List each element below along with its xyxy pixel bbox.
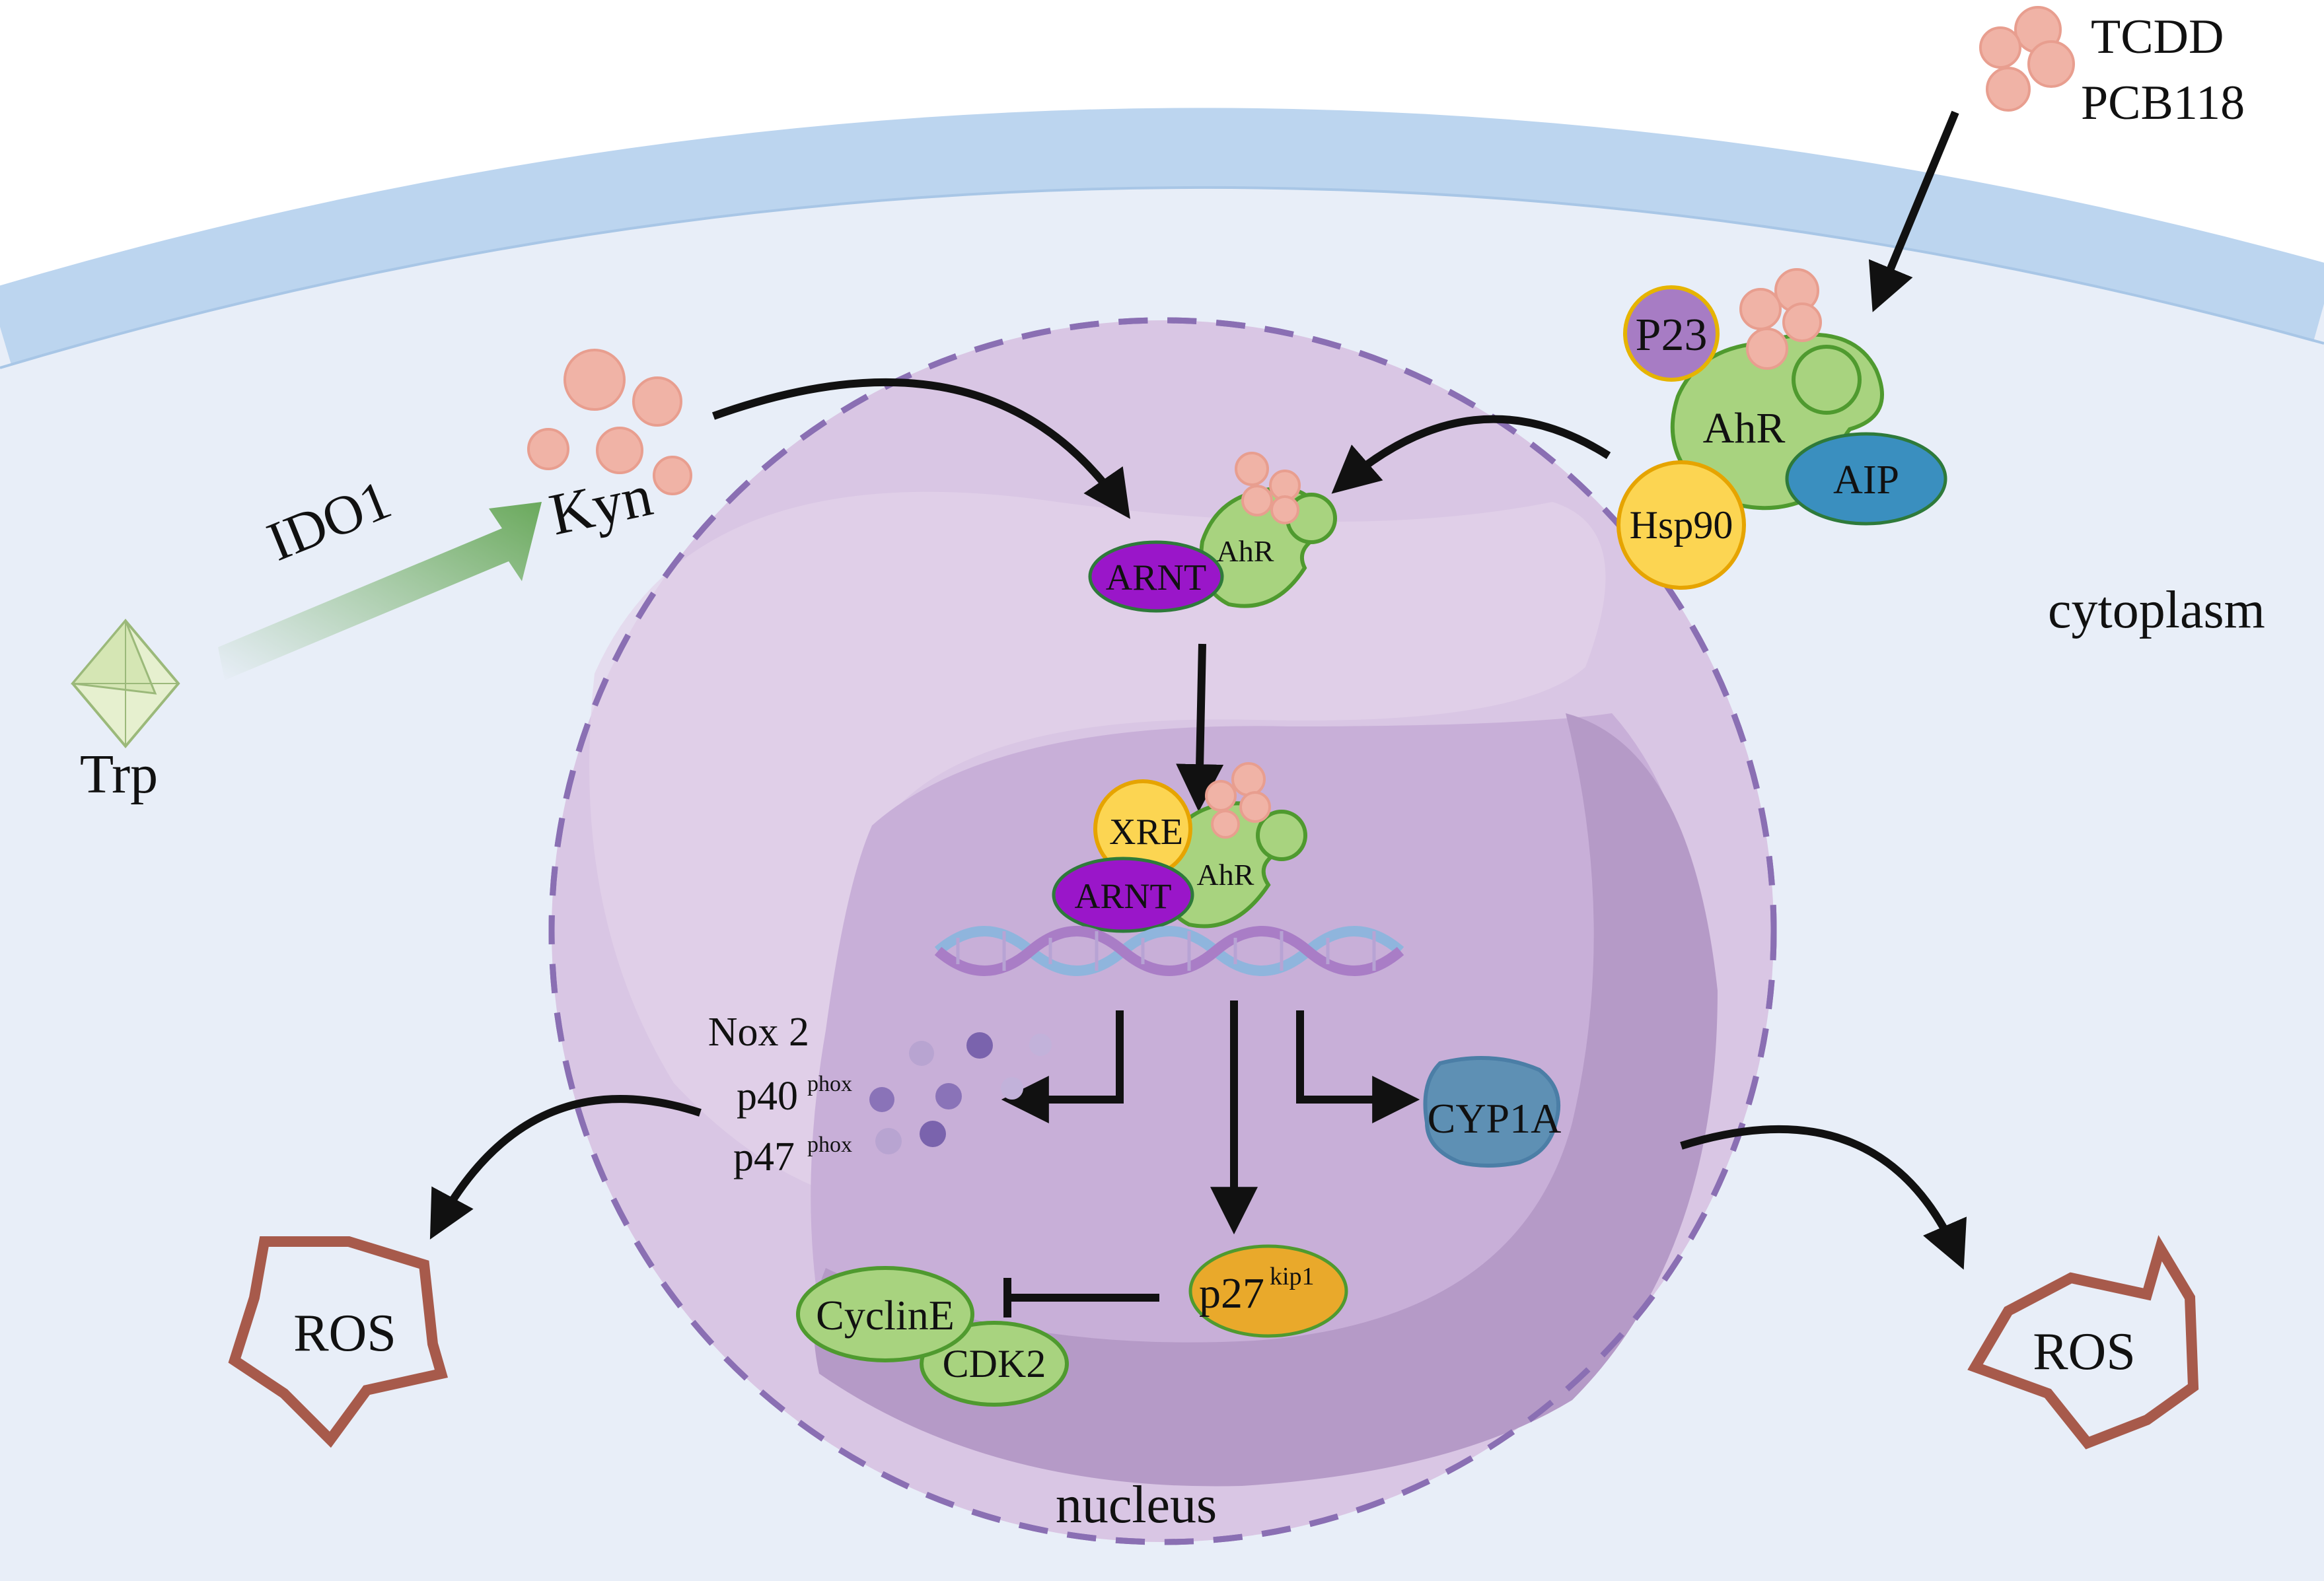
nox2-subunit-dots (869, 1032, 1052, 1154)
kyn-to-ahr-arrow (711, 378, 1130, 519)
xre-label: XRE (1109, 812, 1183, 853)
arnt-mid-label: ARNT (1075, 876, 1172, 916)
p27-text: p27 (1199, 1269, 1264, 1318)
cyp1a-protein (1423, 1056, 1561, 1168)
nox2-to-ros-arrow (429, 1095, 702, 1240)
ahr-binding-pocket (1256, 810, 1307, 861)
nox2-label: Nox 2 (708, 1010, 809, 1055)
ido1-arrow (218, 502, 542, 680)
p47-text: p47 (733, 1135, 795, 1179)
hsp90-protein (1616, 460, 1746, 590)
nox2-transcription-arrow (1001, 1010, 1124, 1123)
ros-right-label: ROS (2033, 1323, 2136, 1381)
ligand-sphere (1205, 780, 1237, 812)
arnt-protein (1088, 540, 1224, 613)
ahr-cytoplasmic-label: AhR (1703, 404, 1786, 452)
ligand-sphere (1270, 495, 1299, 524)
ligand-sphere (1211, 810, 1240, 839)
cell-membrane (0, 108, 2324, 365)
trp-label: Trp (80, 744, 158, 805)
cytoplasmic-ahr-complex (1616, 268, 1947, 590)
tcdd-spheres-icon (1979, 6, 2075, 112)
nucleus-label: nucleus (1056, 1476, 1217, 1534)
p47phox-label: p47 phox (733, 1133, 852, 1179)
complex-to-nucleus-arrow (1331, 415, 1611, 494)
p27-superscript: kip1 (1270, 1263, 1315, 1290)
arnt-protein (1052, 857, 1194, 933)
dna-bound-complex (1052, 762, 1307, 933)
ligand-sphere (1241, 485, 1273, 516)
ros-left-label: ROS (293, 1304, 396, 1362)
membrane-inner-edge (0, 186, 2324, 369)
p40-text: p40 (737, 1074, 798, 1119)
ros-right-star-icon (1967, 1235, 2199, 1450)
trp-crystal-icon (71, 618, 180, 749)
tcdd-label: TCDD (2091, 10, 2224, 64)
ros-left-star-icon (228, 1236, 449, 1448)
p40-superscript: phox (807, 1072, 852, 1096)
cyp1a-label: CYP1A (1428, 1095, 1562, 1142)
cycline-protein (796, 1266, 974, 1362)
ligand-sphere (1239, 791, 1271, 823)
aip-protein (1785, 432, 1947, 526)
dna-helix-icon (934, 926, 1404, 976)
p47-superscript: phox (807, 1133, 852, 1157)
cdk2-label: CDK2 (943, 1342, 1046, 1386)
ahr-top-label: AhR (1217, 534, 1274, 568)
cytoplasm-label: cytoplasm (2048, 581, 2265, 639)
aip-label: AIP (1833, 458, 1899, 503)
ligand-sphere (1235, 452, 1269, 486)
tcdd-entry-arrow (1868, 110, 1959, 312)
hsp90-label: Hsp90 (1630, 503, 1733, 547)
pcb118-label: PCB118 (2081, 76, 2245, 130)
cyp1a-to-ros-arrow (1680, 1125, 1967, 1270)
kyn-spheres-icon (527, 349, 692, 495)
ligand-sphere (1739, 288, 1782, 330)
ligand-sphere (1746, 328, 1788, 370)
ahr-binding-pocket (1792, 345, 1862, 415)
p23-label: P23 (1636, 310, 1708, 361)
ahr-mid-label: AhR (1197, 858, 1254, 892)
nucleolus-region (814, 713, 1718, 1487)
ligand-sphere (1782, 302, 1822, 342)
cdk2-protein (920, 1321, 1069, 1407)
ligand-sphere (1231, 762, 1266, 796)
p27-protein (1188, 1244, 1348, 1338)
arnt-top-label: ARNT (1106, 557, 1206, 598)
p40phox-label: p40 phox (737, 1072, 852, 1119)
p23-protein (1623, 285, 1720, 382)
p27-inhibition-bar (1003, 1278, 1159, 1318)
cyp1a-transcription-arrow (1296, 1010, 1420, 1123)
p27kip1-label: p27 kip1 (1199, 1263, 1315, 1318)
cycline-label: CyclinE (816, 1292, 955, 1339)
nuclear-ahr-arnt-complex (1088, 452, 1337, 613)
translocation-arrow (1176, 643, 1224, 812)
